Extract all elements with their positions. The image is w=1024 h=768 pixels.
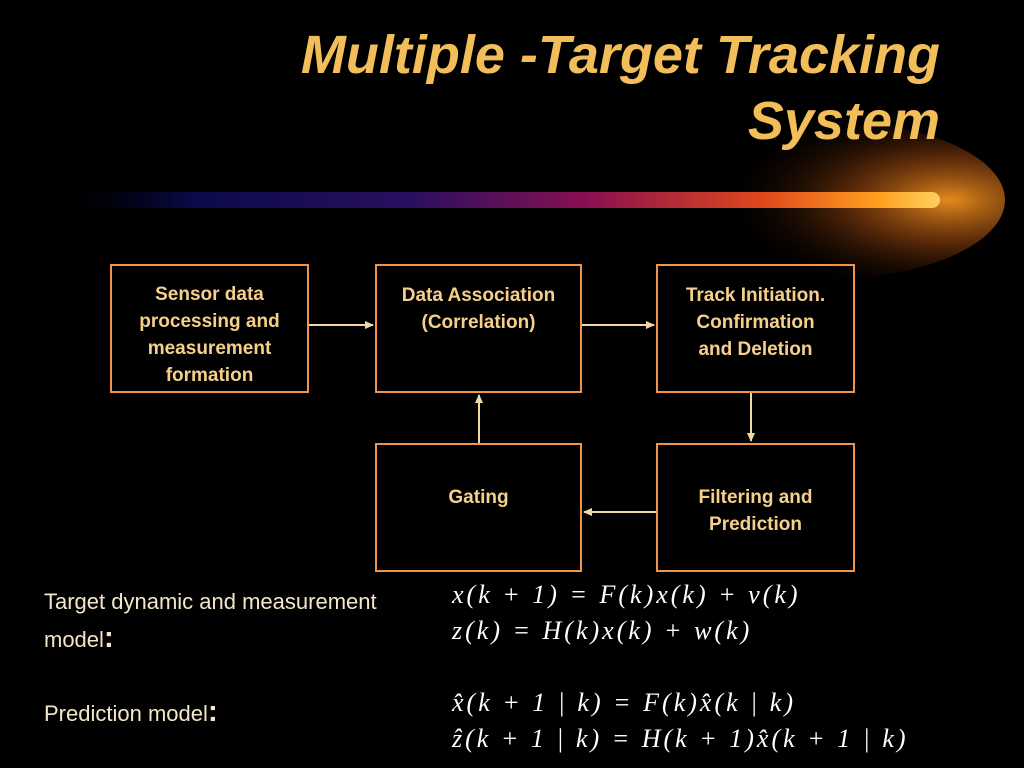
dynamic-model-line-1: Target dynamic and measurement (44, 589, 377, 614)
equation-measurement-prediction: ẑ(k + 1 | k) = H(k + 1)x̂(k + 1 | k) (452, 724, 909, 753)
slide-title: Multiple -Target Tracking System (140, 22, 940, 154)
equation-state-prediction: x̂(k + 1 | k) = F(k)x̂(k | k) (452, 688, 796, 717)
box-sensor-label: Sensor data processing and measurement f… (139, 284, 280, 386)
prediction-model-label: Prediction model: (44, 694, 218, 732)
box-gating-label: Gating (448, 487, 509, 508)
title-line-2: System (747, 91, 940, 151)
box-gating: Gating (375, 443, 582, 572)
dynamic-model-word: model (44, 627, 104, 652)
dynamic-model-label: Target dynamic and measurement model: (44, 584, 377, 658)
title-line-1: Multiple -Target Tracking (300, 25, 940, 85)
box-initiation-label: Track Initiation. Confirmation and Delet… (685, 285, 826, 360)
dynamic-model-colon: : (103, 621, 114, 654)
box-data-association: Data Association (Correlation) (375, 264, 582, 393)
box-filtering-prediction: Filtering and Prediction (656, 443, 855, 572)
equation-state-dynamics: x(k + 1) = F(k)x(k) + v(k) (452, 580, 801, 609)
box-sensor-data-processing: Sensor data processing and measurement f… (110, 264, 309, 393)
prediction-model-colon: : (207, 695, 218, 728)
equation-measurement: z(k) = H(k)x(k) + w(k) (452, 616, 753, 645)
box-filtering-label: Filtering and Prediction (698, 487, 813, 535)
dynamic-model-line-2: model: (44, 620, 377, 658)
box-track-initiation: Track Initiation. Confirmation and Delet… (656, 264, 855, 393)
box-association-label: Data Association (Correlation) (401, 285, 556, 333)
prediction-model-word: Prediction model (44, 701, 208, 726)
